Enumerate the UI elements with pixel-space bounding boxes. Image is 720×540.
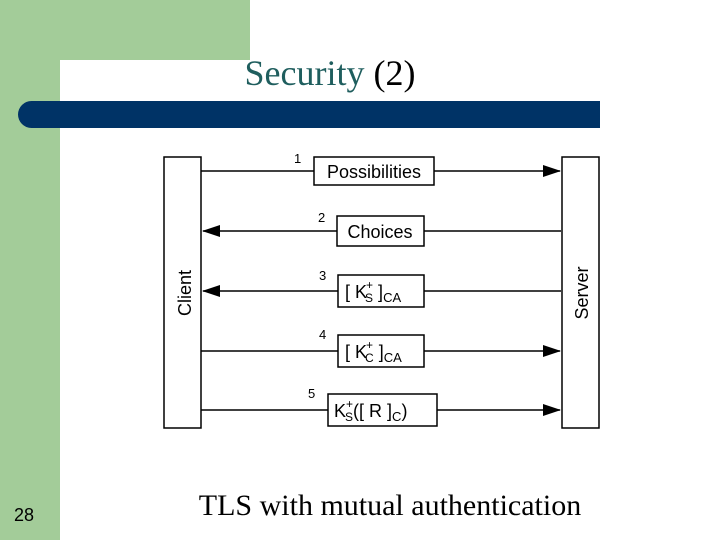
message-2-number: 2 bbox=[318, 210, 325, 225]
message-1-label: Possibilities bbox=[327, 162, 421, 182]
green-sidebar bbox=[0, 0, 60, 540]
message-2-label: Choices bbox=[347, 222, 412, 242]
message-5-number: 5 bbox=[308, 386, 315, 401]
message-1: Possibilities 1 bbox=[201, 151, 561, 186]
message-5-label: K+S([ R ]C) bbox=[334, 397, 407, 424]
message-1-box bbox=[313, 156, 435, 186]
title-underline-bar bbox=[18, 101, 600, 128]
client-label: Client bbox=[175, 270, 195, 316]
slide-title: Security (2) bbox=[60, 53, 600, 94]
slide-number: 28 bbox=[14, 505, 35, 525]
slide-title-main: Security bbox=[244, 53, 365, 93]
message-3-label: [ K+S ]CA bbox=[345, 278, 401, 305]
message-1-number: 1 bbox=[294, 151, 301, 166]
message-3-box bbox=[337, 274, 425, 308]
message-3-number: 3 bbox=[319, 268, 326, 283]
message-4-box bbox=[337, 334, 425, 368]
slide-caption: TLS with mutual authentication bbox=[198, 489, 582, 522]
message-5-box bbox=[327, 393, 438, 427]
message-3: [ K+S ]CA 3 bbox=[202, 268, 561, 308]
message-4: [ K+C ]CA 4 bbox=[201, 327, 561, 368]
message-4-number: 4 bbox=[319, 327, 326, 342]
message-4-label: [ K+C ]CA bbox=[345, 338, 402, 365]
slide-title-number: (2) bbox=[373, 53, 416, 93]
message-2-box bbox=[336, 215, 425, 247]
message-5: K+S([ R ]C) 5 bbox=[201, 386, 561, 427]
server-label: Server bbox=[572, 266, 592, 319]
message-2: Choices 2 bbox=[202, 210, 561, 247]
server-lifeline bbox=[561, 156, 600, 429]
client-lifeline bbox=[163, 156, 202, 429]
